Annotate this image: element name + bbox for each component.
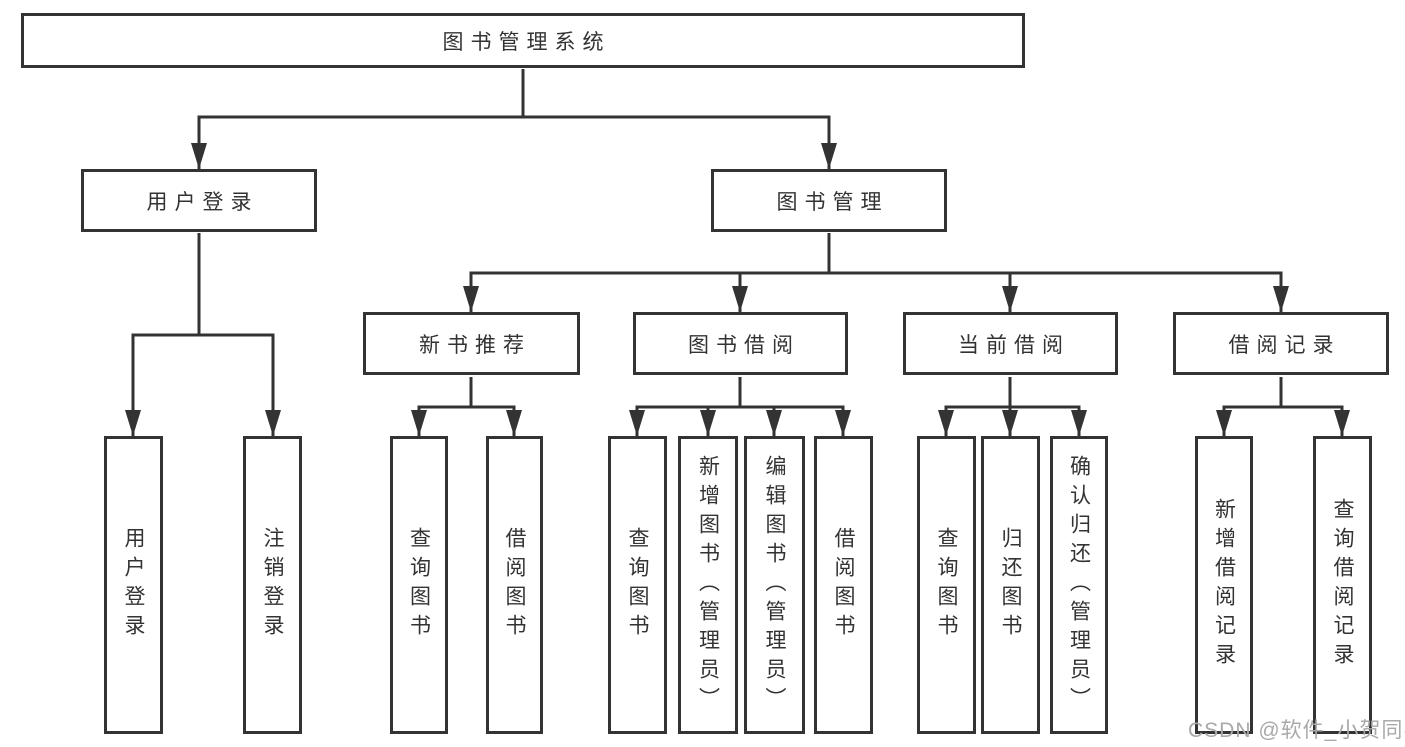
node-current-borrowing: 当前借阅 bbox=[903, 312, 1118, 375]
leaf-records-add-record: 新增借阅记录 bbox=[1195, 436, 1253, 734]
leaf-borrow-add-books-admin: 新增图书（管理员） bbox=[678, 436, 738, 734]
node-user-login: 用户登录 bbox=[81, 169, 317, 232]
leaf-user-login: 用户登录 bbox=[104, 436, 163, 734]
leaf-current-query-books: 查询图书 bbox=[917, 436, 976, 734]
node-library-management-system: 图书管理系统 bbox=[21, 13, 1025, 68]
leaf-recommend-query-books: 查询图书 bbox=[390, 436, 448, 734]
node-label: 借阅记录 bbox=[1228, 333, 1341, 357]
leaf-borrow-borrow-books: 借阅图书 bbox=[814, 436, 873, 734]
leaf-current-confirm-return-admin: 确认归还（管理员） bbox=[1050, 436, 1108, 734]
leaf-borrow-query-books: 查询图书 bbox=[608, 436, 667, 734]
csdn-watermark: CSDN @软件_小贺同学 bbox=[1188, 719, 1405, 742]
node-borrowing-records: 借阅记录 bbox=[1173, 312, 1389, 375]
node-book-borrowing: 图书借阅 bbox=[633, 312, 848, 375]
leaf-recommend-borrow-books: 借阅图书 bbox=[486, 436, 543, 734]
leaf-borrow-edit-books-admin: 编辑图书（管理员） bbox=[744, 436, 805, 734]
node-label: 图书管理 bbox=[776, 190, 889, 214]
node-label: 图书管理系统 bbox=[442, 30, 611, 54]
node-label: 当前借阅 bbox=[958, 333, 1070, 357]
node-book-management: 图书管理 bbox=[711, 169, 947, 232]
node-label: 用户登录 bbox=[146, 190, 259, 214]
node-label: 图书借阅 bbox=[688, 333, 800, 357]
node-new-book-recommendation: 新书推荐 bbox=[363, 312, 580, 375]
leaf-current-return-books: 归还图书 bbox=[981, 436, 1040, 734]
leaf-records-query-record: 查询借阅记录 bbox=[1313, 436, 1372, 734]
node-label: 新书推荐 bbox=[419, 333, 531, 357]
leaf-logout-login: 注销登录 bbox=[243, 436, 302, 734]
